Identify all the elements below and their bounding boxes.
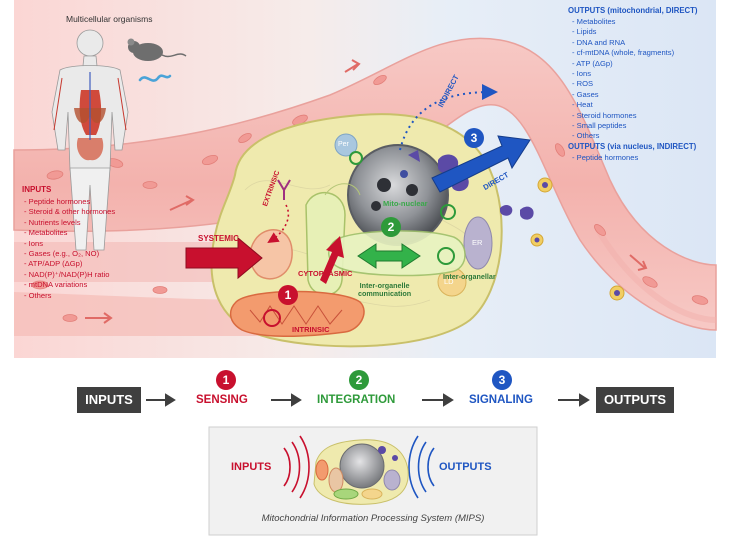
- vessel-flow-arrows: [85, 59, 648, 324]
- outputs-direct-title: OUTPUTS (mitochondrial, DIRECT): [568, 6, 698, 15]
- flow-signaling-number: 3: [492, 370, 512, 390]
- outputs-direct-item: - Gases: [572, 89, 599, 99]
- systemic-arrow: [185, 236, 263, 280]
- mips-outputs-label: OUTPUTS: [439, 461, 492, 473]
- inputs-item: - ATP/ADP (ΔGp): [24, 259, 83, 269]
- flow-outputs-box: OUTPUTS: [596, 387, 674, 413]
- integration-badge: 2: [381, 217, 401, 237]
- flow-sensing-label: SENSING: [196, 394, 248, 406]
- ld-label: LD: [444, 277, 454, 286]
- outputs-waves-icon: [408, 435, 435, 499]
- inputs-item: - Nutrients levels: [24, 217, 81, 227]
- signaling-badge: 3: [464, 128, 484, 148]
- mito-nuclear-label: Mito-nuclear: [383, 199, 428, 208]
- human-figure: [51, 29, 129, 251]
- inputs-title: INPUTS: [22, 185, 52, 194]
- mips-caption: Mitochondrial Information Processing Sys…: [261, 513, 485, 524]
- cytoplasmic-arrow: [320, 236, 344, 284]
- flow-signaling-label: SIGNALING: [469, 394, 533, 406]
- outputs-direct-item: - Lipids: [572, 27, 597, 37]
- inputs-item: - Others: [24, 290, 52, 300]
- mips-inputs-label: INPUTS: [231, 461, 272, 473]
- er-label: ER: [472, 238, 483, 247]
- blood-cells: [31, 74, 709, 322]
- inputs-waves-icon: [283, 435, 310, 499]
- flow-arrows: [146, 393, 590, 407]
- organisms-title: Multicellular organisms: [66, 14, 153, 24]
- outputs-indirect-list: - Peptide hormones: [572, 153, 638, 163]
- outputs-direct-item: - Others: [572, 131, 600, 141]
- mips-box: [208, 426, 538, 536]
- worm-icon: [138, 74, 172, 82]
- inputs-item: - Ions: [24, 238, 43, 248]
- flow-sensing-number: 1: [216, 370, 236, 390]
- systemic-label: SYSTEMIC: [198, 234, 239, 243]
- outputs-direct-item: - Heat: [572, 100, 593, 110]
- extrinsic-receptor-icon: [267, 179, 291, 243]
- outputs-indirect-item: - Peptide hormones: [572, 153, 639, 162]
- outputs-indirect-title: OUTPUTS (via nucleus, INDIRECT): [568, 142, 697, 151]
- outputs-direct-item: - Ions: [572, 69, 591, 79]
- flow-inputs-box: INPUTS: [77, 387, 141, 413]
- mouse-icon: [127, 38, 187, 61]
- intrinsic-label: INTRINSIC: [292, 325, 330, 334]
- indirect-signaling-arrow: [399, 84, 498, 151]
- outputs-direct-list: - Metabolites - Lipids - DNA and RNA - c…: [572, 17, 674, 142]
- inputs-item: - Steroid & other hormones: [24, 207, 116, 217]
- sensing-badge: 1: [278, 285, 298, 305]
- inter-organellar-label: Inter-organellar: [443, 272, 496, 281]
- flow-integration-label: INTEGRATION: [317, 394, 396, 406]
- outputs-direct-item: - Metabolites: [572, 17, 616, 26]
- endoplasmic-reticulum: [463, 216, 493, 270]
- inter-organelle-arrow: [357, 243, 421, 269]
- inputs-item: - mtDNA variations: [24, 280, 88, 290]
- outputs-direct-item: - ROS: [572, 79, 594, 89]
- peroxisome: [334, 133, 358, 157]
- inter-organelle-communication-label: Inter-organelle communication: [358, 281, 412, 299]
- inputs-list: - Peptide hormones - Steroid & other hor…: [24, 197, 115, 301]
- mini-cell-icon: [313, 439, 409, 505]
- inputs-item: - NAD(P)⁺/NAD(P)H ratio: [24, 269, 110, 279]
- cytoplasmic-label: CYTOPLASMIC: [298, 269, 353, 278]
- direct-signaling-arrow: [431, 135, 531, 193]
- flow-integration-number: 2: [349, 370, 369, 390]
- inputs-item: - Metabolites: [24, 228, 68, 238]
- inputs-item: - Gases (e.g., O₂, NO): [24, 249, 100, 259]
- outputs-direct-item: - cf-mtDNA (whole, fragments): [572, 48, 675, 58]
- outputs-direct-item: - Steroid hormones: [572, 110, 637, 120]
- outputs-direct-item: - ATP (ΔGp): [572, 58, 613, 68]
- inputs-item: - Peptide hormones: [24, 197, 91, 206]
- outputs-direct-item: - Small peptides: [572, 121, 627, 131]
- outputs-direct-item: - DNA and RNA: [572, 37, 626, 47]
- peroxisome-label: Per: [338, 141, 349, 148]
